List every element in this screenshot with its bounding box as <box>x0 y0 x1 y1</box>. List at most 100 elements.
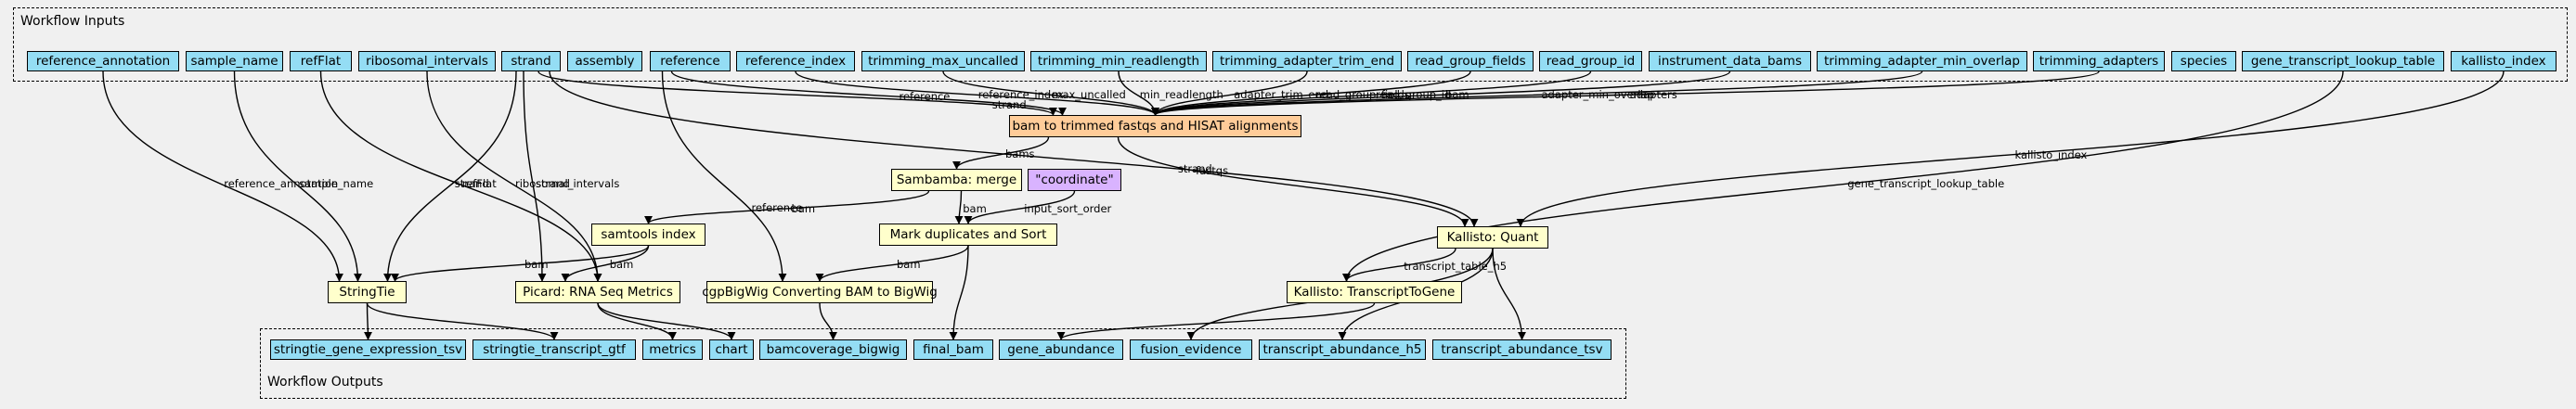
input-strand[interactable]: strand <box>501 51 561 71</box>
edge-in-refflat-to-step-picard <box>319 70 602 282</box>
edge-label-adapters: adapters <box>1629 88 1677 102</box>
output-stringtie-gene-expression-tsv[interactable]: stringtie_gene_expression_tsv <box>270 339 466 360</box>
workflow-outputs-label: Workflow Outputs <box>267 375 383 390</box>
edge-label-kallisto-index: kallisto_index <box>2014 147 2088 161</box>
edge-in-trimming-adapter-trim-end-to-step-bam-to-fastq <box>1151 70 1308 116</box>
edge-label-bam: bam <box>524 258 549 272</box>
edge-label-refFlat: refFlat <box>461 177 497 191</box>
edge-label-bams: bams <box>1005 147 1035 161</box>
edge-step-picard-to-out-metrics <box>597 302 677 340</box>
workflow-inputs-cluster: Workflow Inputs <box>13 7 2568 82</box>
output-transcript-abundance-h5[interactable]: transcript_abundance_h5 <box>1259 339 1426 360</box>
input-read-group-fields[interactable]: read_group_fields <box>1407 51 1534 71</box>
step-cgpbigwig-converting[interactable]: cgpBigWig Converting BAM to BigWig <box>702 281 938 303</box>
edge-in-instrument-data-bams-to-step-bam-to-fastq <box>1151 70 1731 116</box>
edge-in-strand-to-step-bam-to-fastq <box>537 70 1057 116</box>
input-trimming-max-uncalled[interactable]: trimming_max_uncalled <box>861 51 1025 71</box>
step-picard-rna-seq-metrics[interactable]: Picard: RNA Seq Metrics <box>515 281 680 303</box>
output-metrics[interactable]: metrics <box>642 339 703 360</box>
constant-coordinate[interactable]: "coordinate" <box>1028 169 1121 191</box>
step-kallisto-transcript-to-gene[interactable]: Kallisto: TranscriptToGene <box>1287 281 1462 303</box>
input-refflat[interactable]: refFlat <box>290 51 352 71</box>
edge-step-transcript-to-gene-to-out-gene-abundance <box>1056 302 1376 340</box>
edge-label-strand: strand <box>991 97 1027 111</box>
workflow-inputs-label: Workflow Inputs <box>20 14 125 29</box>
output-gene-abundance[interactable]: gene_abundance <box>999 339 1123 360</box>
step-stringtie[interactable]: StringTie <box>328 281 407 303</box>
edge-label-adapter-min-overlap: adapter_min_overlap <box>1541 88 1654 102</box>
edge-in-trimming-adapters-to-step-bam-to-fastq <box>1151 70 2100 116</box>
input-gene-transcript-lookup-table[interactable]: gene_transcript_lookup_table <box>2242 51 2444 71</box>
edge-label-fastqs: fastqs <box>1196 163 1229 177</box>
edge-in-reference-index-to-step-bam-to-fastq <box>795 70 1159 116</box>
edge-step-stringtie-to-out-stringtie-gene-expression-tsv <box>363 302 372 340</box>
edge-step-kallisto-quant-to-out-transcript-abundance-tsv <box>1492 248 1526 340</box>
edge-in-reference-annotation-to-step-stringtie <box>102 70 343 282</box>
output-fusion-evidence[interactable]: fusion_evidence <box>1130 339 1252 360</box>
edge-step-samtools-index-to-step-picard <box>561 245 650 282</box>
step-bam-to-trimmed-fastqs[interactable]: bam to trimmed fastqs and HISAT alignmen… <box>1009 115 1301 137</box>
edge-step-bam-to-fastq-to-step-kallisto-quant <box>1117 136 1469 227</box>
edge-in-strand-to-step-kallisto-quant <box>549 70 1479 227</box>
edge-label-bam: bam <box>1445 88 1469 102</box>
edge-in-strand-to-step-picard <box>523 70 547 282</box>
edge-label-adapter-trim-end: adapter_trim_end <box>1234 88 1329 102</box>
edge-label-input-sort-order: input_sort_order <box>1024 201 1112 215</box>
input-instrument-data-bams[interactable]: instrument_data_bams <box>1649 51 1811 71</box>
step-samtools-index[interactable]: samtools index <box>591 224 705 246</box>
edge-step-stringtie-to-out-stringtie-transcript-gtf <box>366 302 559 340</box>
step-kallisto-quant[interactable]: Kallisto: Quant <box>1437 226 1548 249</box>
input-assembly[interactable]: assembly <box>567 51 642 71</box>
input-trimming-adapter-trim-end[interactable]: trimming_adapter_trim_end <box>1212 51 1402 71</box>
edge-step-bam-to-fastq-to-step-sambamba <box>952 136 1050 170</box>
edge-step-kallisto-quant-to-step-transcript-to-gene <box>1342 248 1456 282</box>
input-kallisto-index[interactable]: kallisto_index <box>2451 51 2557 71</box>
edge-label-sample-name: sample_name <box>299 177 374 191</box>
edge-in-reference-to-step-bigwig <box>661 70 787 282</box>
edge-label-reference-index: reference_index <box>977 88 1064 102</box>
edge-in-ribosomal-intervals-to-step-picard <box>426 70 602 282</box>
edge-in-reference-to-step-bam-to-fastq <box>670 70 1067 116</box>
edge-in-kallisto-index-to-step-kallisto-quant <box>1516 70 2505 227</box>
edge-label-ribosomal-intervals: ribosomal_intervals <box>515 177 620 191</box>
output-stringtie-transcript-gtf[interactable]: stringtie_transcript_gtf <box>472 339 636 360</box>
edge-label-strand: strand <box>454 177 489 191</box>
edge-in-trimming-max-uncalled-to-step-bam-to-fastq <box>942 70 1159 116</box>
step-mark-duplicates-and-sort[interactable]: Mark duplicates and Sort <box>879 224 1057 246</box>
edge-in-strand-to-step-stringtie <box>383 70 517 282</box>
edge-label-reference: reference <box>899 90 951 103</box>
output-transcript-abundance-tsv[interactable]: transcript_abundance_tsv <box>1432 339 1612 360</box>
output-bamcoverage-bigwig[interactable]: bamcoverage_bigwig <box>759 339 907 360</box>
input-trimming-min-readlength[interactable]: trimming_min_readlength <box>1030 51 1207 71</box>
step-sambamba-merge[interactable]: Sambamba: merge <box>891 169 1022 191</box>
output-final-bam[interactable]: final_bam <box>913 339 993 360</box>
edge-step-mark-duplicates-to-step-bigwig <box>815 245 969 282</box>
input-trimming-adapter-min-overlap[interactable]: trimming_adapter_min_overlap <box>1817 51 2027 71</box>
edge-label-max-uncalled: max_uncalled <box>1052 88 1126 102</box>
edge-label-gene-transcript-lookup-table: gene_transcript_lookup_table <box>1847 177 2005 191</box>
edge-step-mark-duplicates-to-out-final-bam <box>949 245 969 340</box>
input-sample-name[interactable]: sample_name <box>186 51 283 71</box>
edge-in-gene-transcript-lookup-table-to-step-transcript-to-gene <box>1342 70 2344 282</box>
edge-label-read-group-fields: read_group_fields <box>1315 88 1410 102</box>
edge-label-read-group-id: read_group_id <box>1376 88 1452 102</box>
edge-label-bam: bam <box>791 201 816 215</box>
input-reference[interactable]: reference <box>650 51 731 71</box>
input-reference-index[interactable]: reference_index <box>736 51 855 71</box>
edge-in-trimming-adapter-min-overlap-to-step-bam-to-fastq <box>1151 70 1923 116</box>
edge-label-bam: bam <box>897 258 921 272</box>
input-read-group-id[interactable]: read_group_id <box>1539 51 1642 71</box>
edge-step-picard-to-out-chart <box>597 302 736 340</box>
edge-step-samtools-index-to-step-stringtie <box>391 245 650 282</box>
output-chart[interactable]: chart <box>709 339 754 360</box>
input-ribosomal-intervals[interactable]: ribosomal_intervals <box>358 51 496 71</box>
edge-label-reference: reference <box>751 200 803 214</box>
input-trimming-adapters[interactable]: trimming_adapters <box>2033 51 2165 71</box>
edge-in-sample-name-to-step-stringtie <box>233 70 362 282</box>
input-species[interactable]: species <box>2171 51 2236 71</box>
edge-step-bigwig-to-out-bamcoverage-bigwig <box>819 302 837 340</box>
input-reference-annotation[interactable]: reference_annotation <box>27 51 179 71</box>
workflow-outputs-cluster: Workflow Outputs <box>260 328 1626 399</box>
edge-const-coordinate-to-step-mark-duplicates <box>964 190 1076 224</box>
